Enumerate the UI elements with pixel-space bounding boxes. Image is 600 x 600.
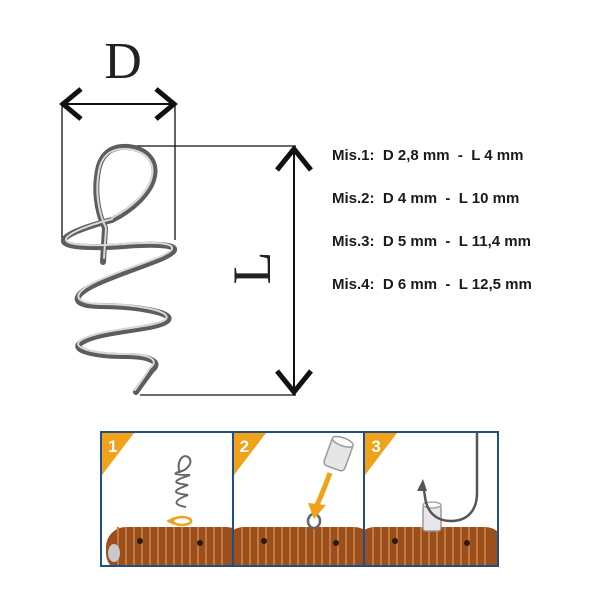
- screw-into-bait-icon: [102, 433, 232, 565]
- size-row-1: Mis.1: D 2,8 mm - L 4 mm: [332, 147, 523, 164]
- size-label: Mis.1:: [332, 147, 375, 164]
- size-label: Mis.4:: [332, 276, 375, 293]
- step-panel-1: 1: [102, 433, 234, 565]
- size-value: D 5 mm - L 11,4 mm: [382, 233, 531, 250]
- insert-tube-icon: [233, 433, 364, 565]
- step-panel-3: 3: [365, 433, 497, 565]
- spring-icon: [61, 143, 177, 395]
- step-number-2: 2: [239, 437, 250, 456]
- step-number-1: 1: [108, 437, 118, 456]
- step-panel-2: 2: [233, 433, 366, 565]
- attach-hook-icon: [365, 433, 497, 565]
- size-label: Mis.2:: [332, 190, 375, 207]
- spring-dimension-diagram: D L: [59, 33, 313, 396]
- usage-steps: 1: [100, 431, 499, 567]
- diameter-extension-lines: [61, 104, 176, 240]
- size-row-2: Mis.2: D 4 mm - L 10 mm: [332, 190, 519, 207]
- length-label: L: [222, 252, 282, 285]
- length-extension-lines: [130, 145, 296, 396]
- size-value: D 6 mm - L 12,5 mm: [382, 276, 532, 293]
- size-row-3: Mis.3: D 5 mm - L 11,4 mm: [332, 233, 531, 250]
- step-number-3: 3: [371, 437, 381, 456]
- size-value: D 2,8 mm - L 4 mm: [382, 147, 524, 164]
- diameter-dimension-arrow: [59, 87, 178, 121]
- size-value: D 4 mm - L 10 mm: [382, 190, 520, 207]
- size-row-4: Mis.4: D 6 mm - L 12,5 mm: [332, 276, 532, 293]
- length-dimension-arrow: [275, 145, 313, 396]
- size-label: Mis.3:: [332, 233, 375, 250]
- diameter-label: D: [104, 33, 142, 90]
